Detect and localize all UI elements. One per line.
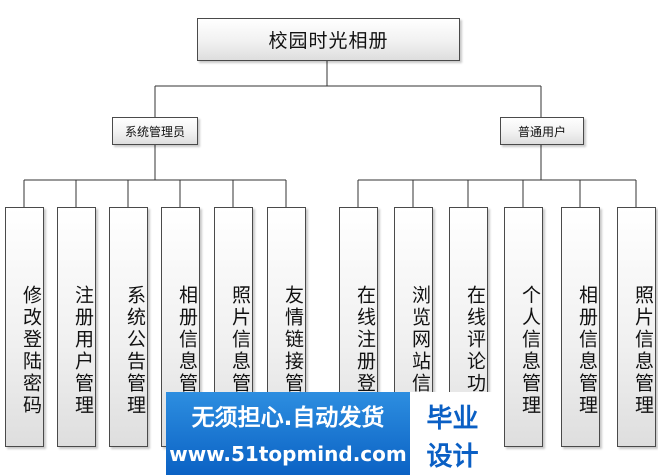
watermark-url: www.51topmind.com bbox=[169, 442, 407, 466]
admin-leaf-2: 注册用户管理 bbox=[57, 207, 96, 447]
user-leaf-6: 照片信息管理 bbox=[617, 207, 656, 447]
user-leaf-4: 个人信息管理 bbox=[504, 207, 543, 447]
watermark-badge: 毕业 设计 bbox=[410, 392, 495, 475]
admin-leaf-1: 修改登陆密码 bbox=[5, 207, 44, 447]
root-node: 校园时光相册 bbox=[197, 18, 460, 61]
user-node: 普通用户 bbox=[500, 117, 584, 145]
watermark-badge-line1: 毕业 bbox=[426, 404, 479, 434]
user-leaf-5: 相册信息管理 bbox=[561, 207, 600, 447]
watermark-left-panel: 无须担心.自动发货 www.51topmind.com bbox=[166, 392, 410, 475]
watermark-badge-line2: 设计 bbox=[426, 442, 479, 472]
watermark-slogan: 无须担心.自动发货 bbox=[191, 405, 385, 431]
watermark-banner: 无须担心.自动发货 www.51topmind.com 毕业 设计 bbox=[166, 392, 495, 475]
admin-leaf-3: 系统公告管理 bbox=[109, 207, 148, 447]
admin-node: 系统管理员 bbox=[112, 117, 198, 145]
